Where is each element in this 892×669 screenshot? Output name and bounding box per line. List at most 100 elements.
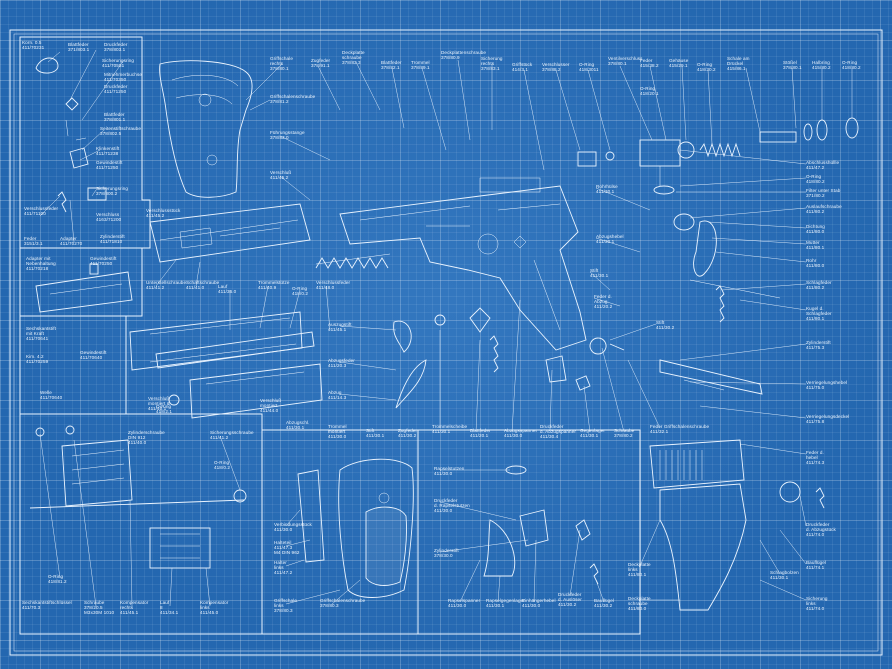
rapsel-parts <box>483 465 599 585</box>
part-label: Abzug 411/14.3 <box>328 390 347 401</box>
part-label: Kim. 4.2 411/70259 <box>26 354 49 365</box>
part-label: O-Ring 418/81.2 <box>48 574 67 585</box>
part-label: Feder Griffschalenschraube 411/32.1 <box>650 424 710 435</box>
part-label: Sechskantstiftschlüssel 411/70.3 <box>22 600 72 611</box>
part-label: O-Ring 418/0.2 <box>214 460 231 471</box>
inset-box-adapter <box>19 247 143 317</box>
grip-panel-right <box>159 60 253 198</box>
part-label: Abzugshebel 411/30.1 <box>596 234 624 245</box>
part-label: Blattfeder 371/803.1 <box>68 42 90 53</box>
part-label: Stift 411/30.1 <box>590 268 609 279</box>
part-label: Zugfeder 378/91.1 <box>311 58 331 69</box>
part-label: Auszugstift 411/45.1 <box>328 322 352 333</box>
part-label: Verschlussfeder 411/71100 <box>24 206 59 217</box>
part-label: Stift 411/30.1 <box>366 428 385 439</box>
part-label: Kompensator links 411/45.0 <box>200 600 229 616</box>
part-label: Druckfeder 411/71250 <box>104 84 128 95</box>
part-label: Druckfeder d. Auslöser 411/30.2 <box>558 592 582 608</box>
part-label: Lauf 411/36.0 <box>218 284 237 295</box>
part-label: Adapter mit Nebenhaltung 411/70218 <box>26 256 56 272</box>
part-label: Bauflügel 411/74.1 <box>806 560 827 571</box>
part-label: Welle 411/70640 <box>40 390 63 401</box>
part-label: Zylinderstift 411/75.3 <box>806 340 831 351</box>
part-label: Verschluß montiert & 411/40.1 <box>148 396 170 412</box>
part-label: Druckfeder d. Abzugstück 411/74.0 <box>806 522 836 538</box>
part-label: Klinkenstift 411/71238 <box>96 146 120 157</box>
part-label: O-Ring 418/2.1 <box>156 404 173 415</box>
part-label: Abzugsfeder 411/20.3 <box>328 358 355 369</box>
part-label: Adapter 411/70270 <box>60 236 83 247</box>
part-label: Sicherung links 411/74.0 <box>806 596 828 612</box>
part-label: Rohrhülse 411/30.1 <box>596 184 618 195</box>
valve-assembly <box>577 117 859 323</box>
part-label: Schlagbolzen 411/30.1 <box>770 570 799 581</box>
part-label: Unterstellschraube 411/41.2 <box>146 280 187 291</box>
part-label: Sechskantstift mit Kraft 411/70641 <box>26 326 56 342</box>
part-label: Schraube 378/20.5 M3x30M 1010 <box>84 600 115 616</box>
part-label: Zylinderstift 378/30.0 <box>434 548 459 559</box>
leader-lines <box>39 49 853 607</box>
part-label: Schlagfeder 411/80.2 <box>806 280 832 291</box>
part-label: Zylinderstift 411/71810 <box>100 234 125 245</box>
part-label: Mitnehmerbuchse 411/70350 <box>104 72 143 83</box>
part-label: Verschlussfeder 411/48.0 <box>316 280 351 291</box>
part-label: Feder 415/38.2 <box>640 58 659 69</box>
part-label: Sicherung rechts 378/83.1 <box>481 56 503 72</box>
part-label: Schaftschraube 411/41.0 <box>186 280 220 291</box>
part-label: Feder 3151/3.1 <box>24 236 43 247</box>
recoil-spring <box>315 253 391 269</box>
part-label: Stift 411/30.2 <box>656 320 675 331</box>
part-label: Sicherungsring 378/800.2 <box>96 186 129 197</box>
part-label: Gewindestift 411/71250 <box>96 160 123 171</box>
part-label: Gegenlager 411/30.1 <box>580 428 606 439</box>
part-label: Blattfeder 411/20.1 <box>470 428 491 439</box>
part-label: Trommelscheibe 411/30.1 <box>432 424 468 435</box>
part-label: Verschluß 411/45.2 <box>270 170 292 181</box>
part-label: Rapselgegenlager 411/30.1 <box>486 598 525 609</box>
part-label: Abzugschl. 411/30.1 <box>286 420 310 431</box>
part-label: Verschluss 4163/71200 <box>96 212 122 223</box>
part-label: Druckfeder d. Rapselstutzen 411/30.0 <box>434 498 470 514</box>
part-label: Lauf 8 411/34.1 <box>160 600 179 616</box>
part-label: Trommelstütze 411/40.9 <box>258 280 290 291</box>
part-label: Bauflügel 411/30.2 <box>594 598 615 609</box>
part-label: Gewindestift 411/70640 <box>80 350 107 361</box>
part-label: Griffschale rechts 378/80.1 <box>270 56 293 72</box>
part-label: Kompensator rechts 411/45.1 <box>120 600 149 616</box>
part-label: Verriegelungsdeckel 411/75.8 <box>806 414 850 425</box>
part-label: Deckplatte schraube 411/80.0 <box>628 596 651 612</box>
part-label: Deckplattenschraube 378/80.9 <box>441 50 487 61</box>
part-label: Korn. 0.5 411/70231 <box>22 40 45 51</box>
part-label: Führungsstange 378/83.0 <box>270 130 305 141</box>
part-label: Feder d. Abzug 411/20.2 <box>594 294 613 310</box>
part-label: Mutter 411/80.1 <box>806 240 825 251</box>
inset-box-trigger-parts <box>417 429 641 635</box>
part-label: Halteteil 411/47.3 M4 DIN 962 <box>274 540 300 556</box>
part-label: Abschlusshüllle 411/47.2 <box>806 160 840 171</box>
part-label: Dichtung 411/80.0 <box>806 224 825 235</box>
outer-frame <box>9 29 883 656</box>
part-label: Verriegelungshebel 411/75.0 <box>806 380 848 391</box>
part-label: Kugel d. Schlagfeder 411/80.1 <box>806 306 832 322</box>
part-label: Verschlussstück 411/45.2 <box>146 208 181 219</box>
part-label: Filter unter Stab 371/80.2 <box>806 188 841 199</box>
part-label: Schraube 378/80.2 <box>614 428 635 439</box>
part-label: Deckplatte schraube 378/83.3 <box>342 50 365 66</box>
part-label: Griffschalenschraube 378/80.3 <box>320 598 366 609</box>
part-label: Blattfeder 378/82.1 <box>381 60 402 71</box>
trigger-group <box>393 307 763 409</box>
part-label: O-Ring 418/80.2 <box>806 174 825 185</box>
part-label: Sicherungsring 411/70551 <box>102 58 135 69</box>
part-label: Zugfeder 411/30.2 <box>398 428 418 439</box>
part-label: Verbindungsstück 411/30.0 <box>274 522 312 533</box>
part-label: Griffstück 414/3.1 <box>512 62 533 73</box>
part-label: Gehäuse 415/29.1 <box>669 58 689 69</box>
part-label: Blattfeder 378/801.1 <box>104 112 126 123</box>
part-label: Verschluß montiert 411/44.0 <box>260 398 282 414</box>
part-label: Trommel montiert 411/30.0 <box>328 424 347 440</box>
part-label: Sicherungsschraube 411/41.2 <box>210 430 254 441</box>
slide-lower <box>649 439 825 611</box>
pistol-frame <box>339 177 587 351</box>
